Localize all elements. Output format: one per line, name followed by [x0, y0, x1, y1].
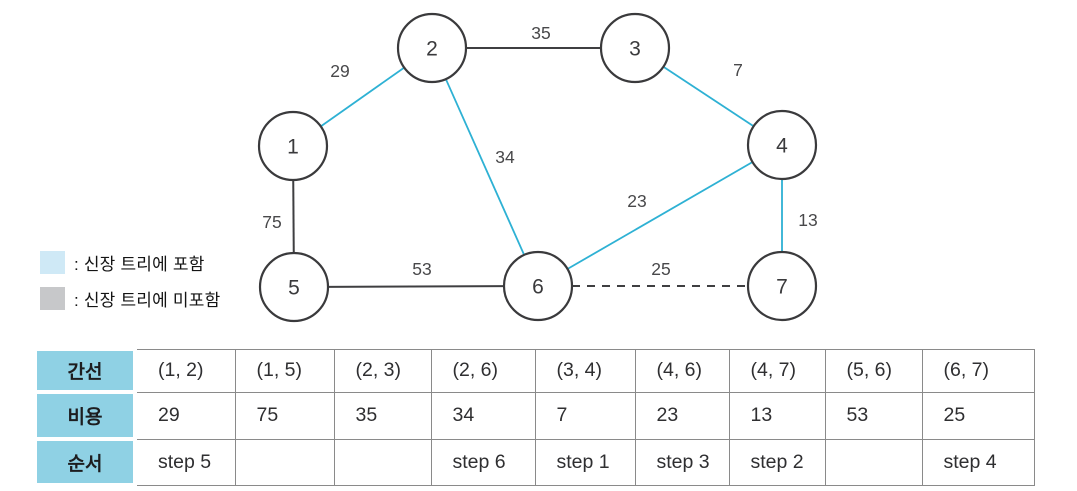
edge-table: 간선 (1, 2) (1, 5) (2, 3) (2, 6) (3, 4) (4…: [33, 347, 1035, 487]
cost-cell: 13: [728, 391, 826, 440]
edge-cell: (5, 6): [824, 348, 923, 393]
edge-cell: (6, 7): [921, 348, 1035, 393]
order-cell: step 5: [134, 438, 236, 486]
cost-cell: 7: [534, 391, 636, 440]
edge-cell: (1, 5): [234, 348, 335, 393]
legend-item-included: : 신장 트리에 포함: [40, 250, 220, 274]
order-cell: [234, 438, 335, 486]
order-cell: step 1: [534, 438, 636, 486]
legend-item-excluded: : 신장 트리에 미포함: [40, 286, 220, 310]
edge-cell: (3, 4): [534, 348, 636, 393]
row-header-edge: 간선: [33, 347, 137, 394]
table-row-cost: 비용 29 75 35 34 7 23 13 53 25: [33, 390, 1035, 441]
node-label-5: 5: [288, 276, 300, 299]
row-header-order: 순서: [33, 437, 137, 487]
edge-weight-3-4: 7: [733, 60, 743, 80]
cost-cell: 75: [234, 391, 335, 440]
table-row-order: 순서 step 5 step 6 step 1 step 3 step 2 st…: [33, 437, 1035, 487]
edge-1-5: [292, 179, 295, 254]
edge-weight-5-6: 53: [412, 259, 431, 279]
node-label-7: 7: [776, 275, 788, 298]
cost-cell: 25: [921, 391, 1035, 440]
edge-weight-4-7: 13: [798, 210, 817, 230]
node-5: [258, 251, 330, 323]
order-cell: [824, 438, 923, 486]
edge-4-6: [566, 161, 754, 270]
cost-cell: 34: [430, 391, 536, 440]
edge-weight-6-7: 25: [651, 259, 670, 279]
edge-cell: (4, 7): [728, 348, 826, 393]
node-label-6: 6: [532, 275, 544, 298]
node-label-1: 1: [287, 135, 299, 158]
legend-swatch-excluded-icon: [40, 286, 65, 310]
node-1: [257, 110, 329, 182]
edge-5-6: [327, 285, 505, 288]
edge-1-2: [320, 66, 405, 128]
order-cell: step 4: [921, 438, 1035, 486]
edge-cell: (2, 6): [430, 348, 536, 393]
node-2: [396, 12, 468, 84]
node-label-3: 3: [629, 37, 641, 60]
legend-label-excluded: : 신장 트리에 미포함: [74, 290, 221, 310]
edge-cell: (1, 2): [134, 348, 236, 393]
node-4: [746, 109, 818, 181]
order-cell: step 2: [728, 438, 826, 486]
edge-weight-4-6: 23: [627, 191, 646, 211]
edge-cell: (4, 6): [634, 348, 730, 393]
edge-2-6: [445, 78, 525, 256]
legend-swatch-included-icon: [40, 250, 65, 274]
edge-weight-1-5: 75: [262, 212, 281, 232]
legend-label-included: : 신장 트리에 포함: [74, 254, 205, 274]
order-cell: [333, 438, 432, 486]
edge-weight-2-3: 35: [531, 23, 550, 43]
node-3: [599, 12, 671, 84]
order-cell: step 6: [430, 438, 536, 486]
cost-cell: 53: [824, 391, 923, 440]
edge-weight-2-6: 34: [495, 147, 515, 167]
node-label-2: 2: [426, 37, 438, 60]
edge-cell: (2, 3): [333, 348, 432, 393]
cost-cell: 29: [134, 391, 236, 440]
node-6: [502, 250, 574, 322]
table-row-edge: 간선 (1, 2) (1, 5) (2, 3) (2, 6) (3, 4) (4…: [33, 347, 1035, 394]
node-7: [746, 250, 818, 322]
node-label-4: 4: [776, 134, 788, 157]
cost-cell: 35: [333, 391, 432, 440]
row-header-cost: 비용: [33, 390, 137, 441]
cost-cell: 23: [634, 391, 730, 440]
edge-weight-1-2: 29: [330, 61, 349, 81]
order-cell: step 3: [634, 438, 730, 486]
legend: : 신장 트리에 포함 : 신장 트리에 미포함: [40, 250, 220, 322]
edge-3-4: [662, 65, 755, 128]
